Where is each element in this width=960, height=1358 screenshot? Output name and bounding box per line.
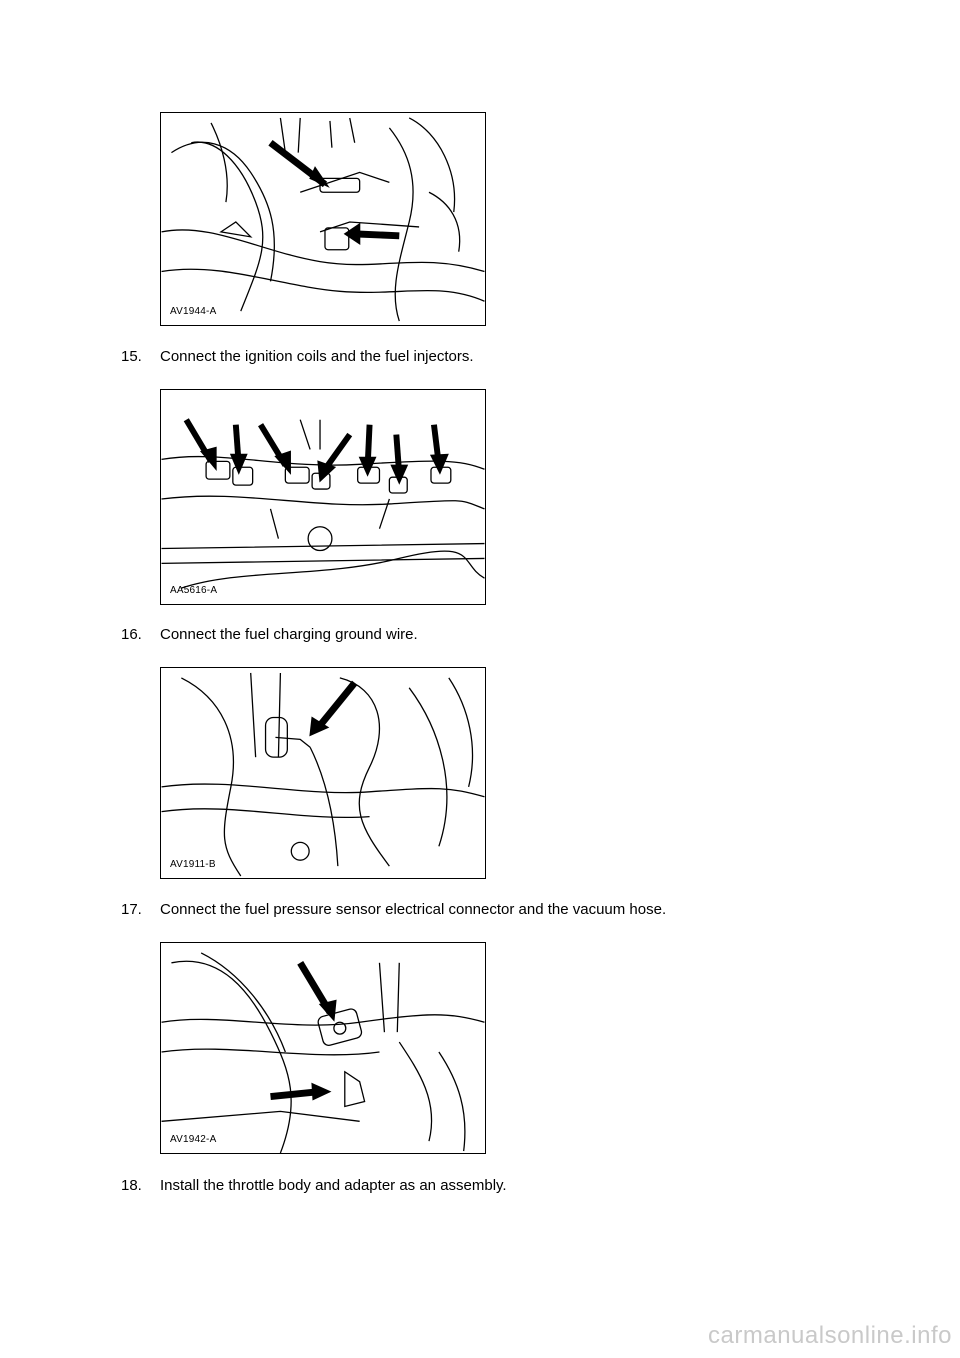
figure-label: AV1911-B [170,859,216,870]
step-number: 17. [121,901,142,918]
figure-av1944: AV1944-A [160,112,486,326]
step-text: Connect the fuel charging ground wire. [160,626,418,643]
step-16: 16. Connect the fuel charging ground wire… [121,626,418,643]
step-17: 17. Connect the fuel pressure sensor elec… [121,901,666,918]
ground-wire-line-drawing [161,672,485,877]
figure-label: AA5616-A [170,585,218,596]
step-18: 18. Install the throttle body and adapter… [121,1177,507,1194]
step-number: 15. [121,348,142,365]
step-text: Connect the fuel pressure sensor electri… [160,901,667,918]
figure-label: AV1944-A [170,306,217,317]
watermark: carmanualsonline.info [708,1322,952,1349]
sensor-line-drawing [161,952,485,1153]
figure-aa5616: AA5616-A [160,389,486,605]
step-text: Connect the ignition coils and the fuel … [160,348,474,365]
engine-line-drawing [161,117,485,322]
figure-av1911: AV1911-B [160,667,486,879]
step-number: 18. [121,1177,142,1194]
step-text: Install the throttle body and adapter as… [160,1177,507,1194]
step-number: 16. [121,626,142,643]
figure-av1942: AV1942-A [160,942,486,1154]
coils-line-drawing [161,418,485,589]
figure-label: AV1942-A [170,1134,217,1145]
step-15: 15. Connect the ignition coils and the fu… [121,348,474,365]
